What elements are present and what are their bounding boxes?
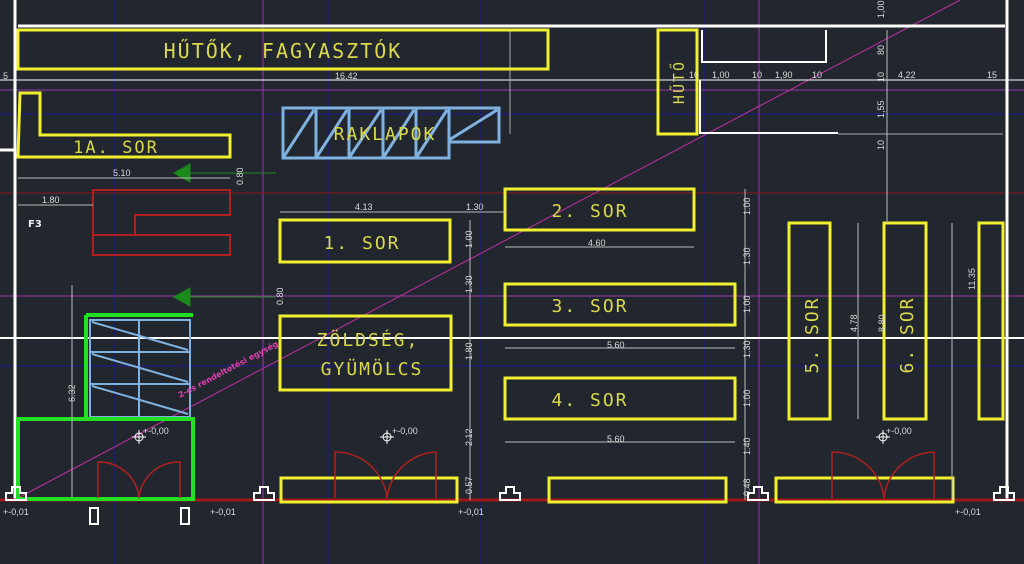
pallets-area[interactable]: [89, 106, 501, 418]
label-hutok: HŰTŐK, FAGYASZTÓK: [164, 39, 403, 63]
dimension-label: +-0,00: [392, 426, 418, 436]
label-raklapok: RAKLAPOK: [334, 124, 437, 145]
dimension-label: 10: [689, 70, 699, 80]
dimension-label: 1.30: [466, 202, 484, 212]
level-marker-icon: [132, 430, 890, 444]
shelf-huto[interactable]: [656, 28, 699, 136]
dimension-label: 1.30: [464, 275, 474, 293]
dimension-label: 1.40: [742, 437, 752, 455]
label-gyumolcs: GYÜMÖLCS: [321, 358, 424, 380]
checkout-3[interactable]: [774, 476, 955, 504]
dimension-label: 1,55: [876, 100, 886, 118]
dimension-label: 0.57: [464, 476, 474, 494]
dimension-label: 5.10: [113, 168, 131, 178]
dimension-label: 5.60: [607, 434, 625, 444]
label-4-sor: 4. SOR: [551, 390, 628, 411]
dimension-label: 1,90: [775, 70, 793, 80]
green-zone-upper: [84, 313, 193, 418]
dimension-label: 1.30: [742, 340, 752, 358]
red-shelf-outline: [92, 189, 231, 256]
dimension-label: 1.00: [464, 230, 474, 248]
label-unit: 2-es rendeltetési egység: [176, 338, 280, 399]
dimension-label: +-0,01: [955, 507, 981, 517]
dimension-label: 15: [987, 70, 997, 80]
dimension-label: +-0,01: [458, 507, 484, 517]
dimension-label: 2.12: [464, 428, 474, 446]
checkout-2[interactable]: [547, 476, 728, 504]
label-f3: F3: [28, 219, 42, 230]
dimension-label: 10: [876, 140, 886, 150]
shelf-6[interactable]: [882, 221, 928, 421]
dimension-label: 1.80: [464, 342, 474, 360]
column-stubs: [5, 486, 1015, 525]
dimension-label: 4,22: [898, 70, 916, 80]
dimension-label: 1.30: [742, 247, 752, 265]
shelf-1a[interactable]: [16, 91, 232, 159]
dimension-label: +-0,01: [3, 507, 29, 517]
label-3-sor: 3. SOR: [551, 296, 628, 317]
label-1a-sor: 1A. SOR: [73, 138, 159, 158]
doors: [97, 451, 935, 499]
dimension-label: 10: [812, 70, 822, 80]
green-zone-lower: [16, 417, 195, 501]
dimension-label: 4.78: [849, 314, 859, 332]
dimension-label: 16,42: [335, 71, 358, 81]
shelf-1[interactable]: [278, 218, 452, 264]
dimension-label: 1.80: [42, 195, 60, 205]
shelf-7-partial[interactable]: [977, 221, 1005, 421]
dimension-label: 80: [876, 45, 886, 55]
dimension-label: 4.60: [588, 238, 606, 248]
shelf-5[interactable]: [787, 221, 832, 421]
dimension-label: 1.00: [742, 295, 752, 313]
dimension-label: 0.80: [275, 287, 285, 305]
shelf-zoldseg[interactable]: [278, 314, 453, 392]
shelf-4[interactable]: [503, 376, 737, 421]
label-zoldseg: ZÖLDSÉG,: [317, 329, 420, 351]
dimension-label: +-0,00: [143, 426, 169, 436]
dimension-label: +-0,01: [210, 507, 236, 517]
dimension-label: 6.32: [67, 384, 77, 402]
label-huto: HŰTŐ: [668, 60, 688, 104]
checkout-1[interactable]: [279, 476, 459, 504]
label-2-sor: 2. SOR: [551, 201, 628, 222]
label-5-sor: 5. SOR: [802, 296, 823, 373]
label-1-sor: 1. SOR: [323, 233, 400, 254]
dimension-label: 4.13: [355, 202, 373, 212]
dimension-label: 11.35: [967, 268, 977, 290]
dimension-label: 10: [876, 72, 886, 82]
walls: [0, 0, 1024, 502]
dimension-texts: 16,42 5.10 1.80 4.13 1.30 4.60 5.60 5.60…: [3, 0, 997, 517]
shelf-3[interactable]: [503, 282, 737, 327]
dimension-label: 5: [3, 71, 8, 81]
dimension-label: 1.00: [742, 197, 752, 215]
shelf-2[interactable]: [503, 187, 696, 232]
dimension-label: 1.00: [742, 389, 752, 407]
label-6-sor: 6. SOR: [897, 296, 918, 373]
dimension-lines: [18, 30, 953, 500]
dimension-label: +-0,00: [886, 426, 912, 436]
dimension-label: 1,00: [876, 0, 886, 18]
dimension-label: 8.80: [877, 314, 887, 332]
dimension-label: 10: [752, 70, 762, 80]
dimension-label: 0.48: [742, 478, 752, 496]
dimension-label: 5.60: [607, 340, 625, 350]
dimension-label: 1,00: [712, 70, 730, 80]
shelf-hutok[interactable]: [16, 28, 550, 71]
dimension-label: 0.80: [235, 167, 245, 185]
